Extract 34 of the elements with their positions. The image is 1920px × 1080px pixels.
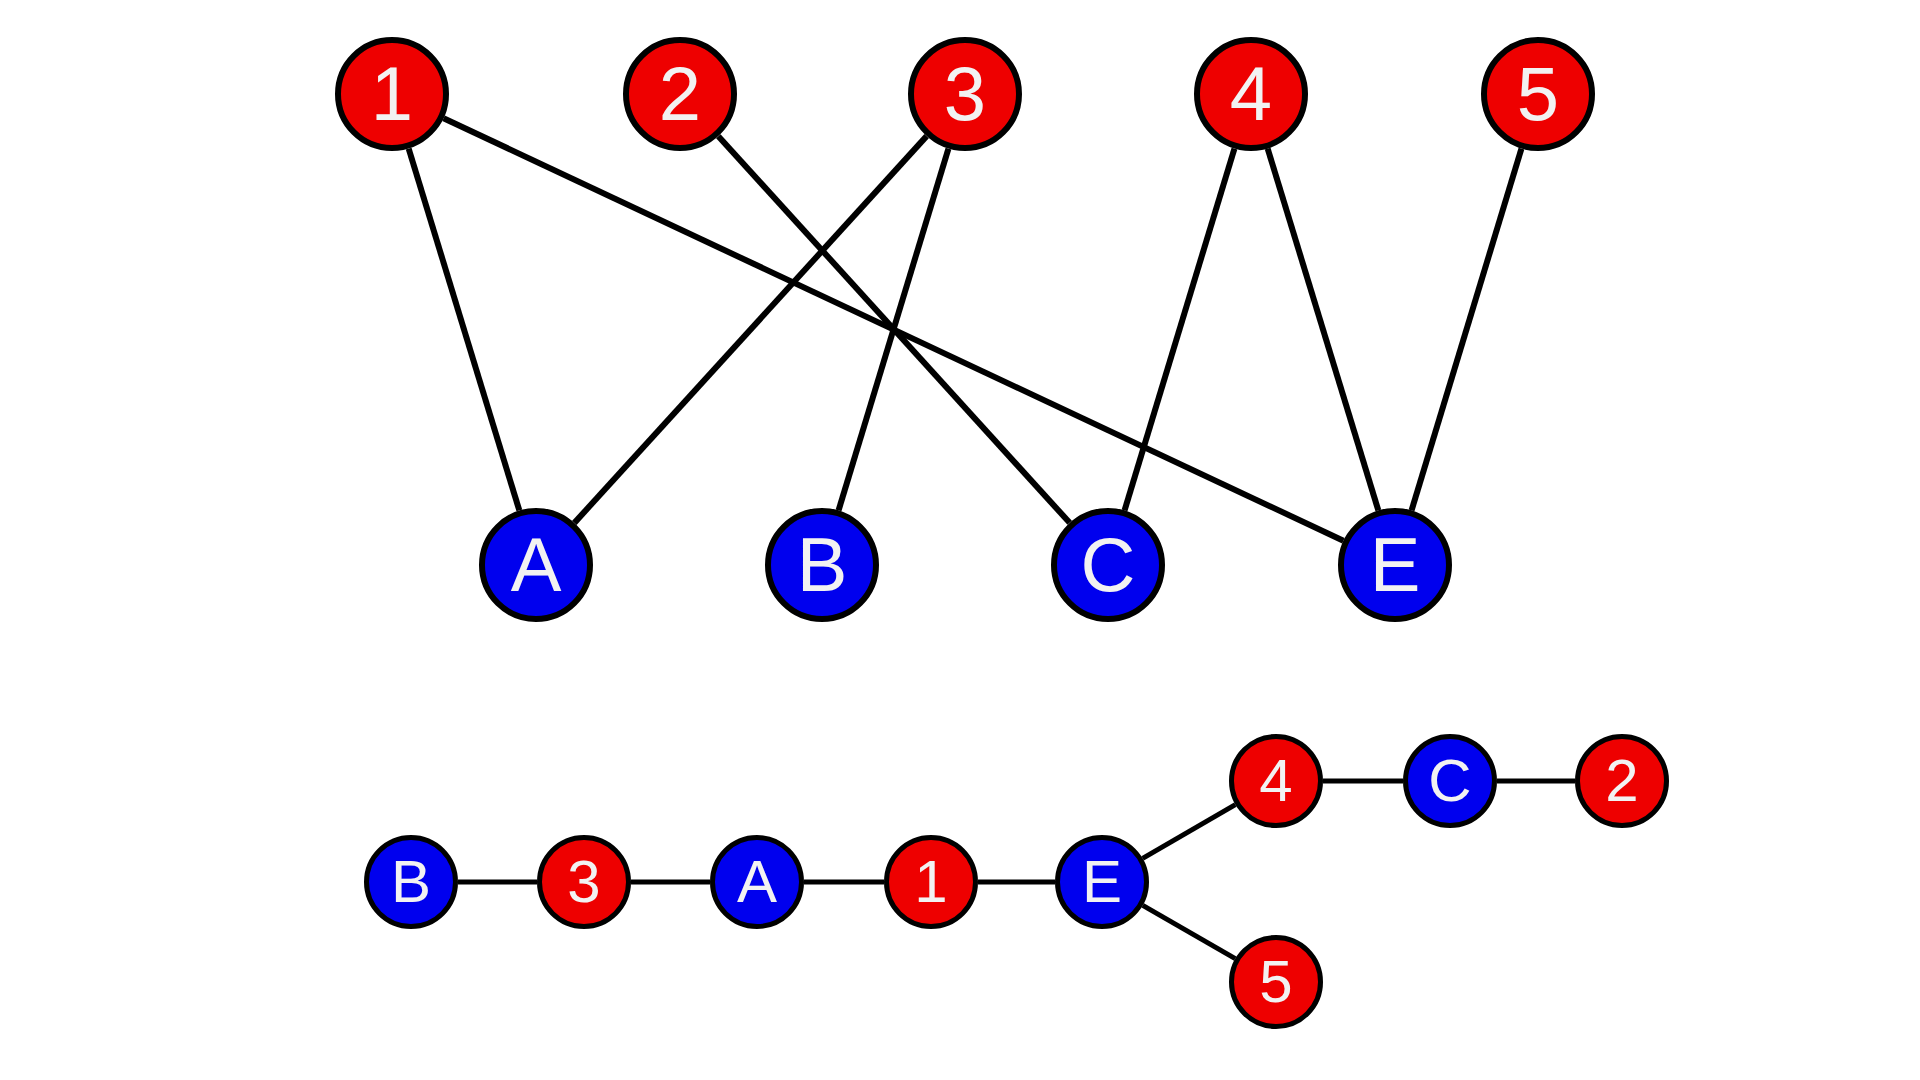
- connector-line: [1264, 147, 1382, 512]
- vertex-circle: 5: [1481, 37, 1595, 151]
- connector-line: [804, 879, 884, 885]
- vertex-circle: 1: [884, 835, 978, 929]
- vertex-circle: 5: [1229, 935, 1323, 1029]
- vertex-circle: A: [710, 835, 804, 929]
- connector-line: [1408, 147, 1525, 512]
- vertex-circle: 2: [1575, 734, 1669, 828]
- vertex-circle: B: [364, 835, 458, 929]
- connector-line: [631, 879, 710, 885]
- vertex-circle: E: [1338, 508, 1452, 622]
- vertex-circle: 2: [623, 37, 737, 151]
- vertex-circle: C: [1403, 734, 1497, 828]
- connector-line: [405, 147, 523, 512]
- connector-line: [458, 879, 537, 885]
- vertex-circle: 1: [335, 37, 449, 151]
- connector-line: [978, 879, 1055, 885]
- vertex-circle: A: [479, 508, 593, 622]
- connector-line: [1323, 778, 1403, 784]
- vertex-circle: 3: [908, 37, 1022, 151]
- vertex-circle: B: [765, 508, 879, 622]
- vertex-circle: 4: [1194, 37, 1308, 151]
- vertex-circle: E: [1055, 835, 1149, 929]
- vertex-circle: 3: [537, 835, 631, 929]
- vertex-circle: 4: [1229, 734, 1323, 828]
- connector-line: [1497, 778, 1575, 784]
- connector-line: [835, 147, 952, 512]
- connector-line: [1121, 147, 1238, 512]
- connector-line: [1141, 802, 1237, 861]
- connector-line: [1141, 903, 1237, 961]
- vertex-circle: C: [1051, 508, 1165, 622]
- connector-line: [716, 134, 1072, 525]
- connector-line: [442, 115, 1345, 544]
- connector-line: [572, 134, 929, 525]
